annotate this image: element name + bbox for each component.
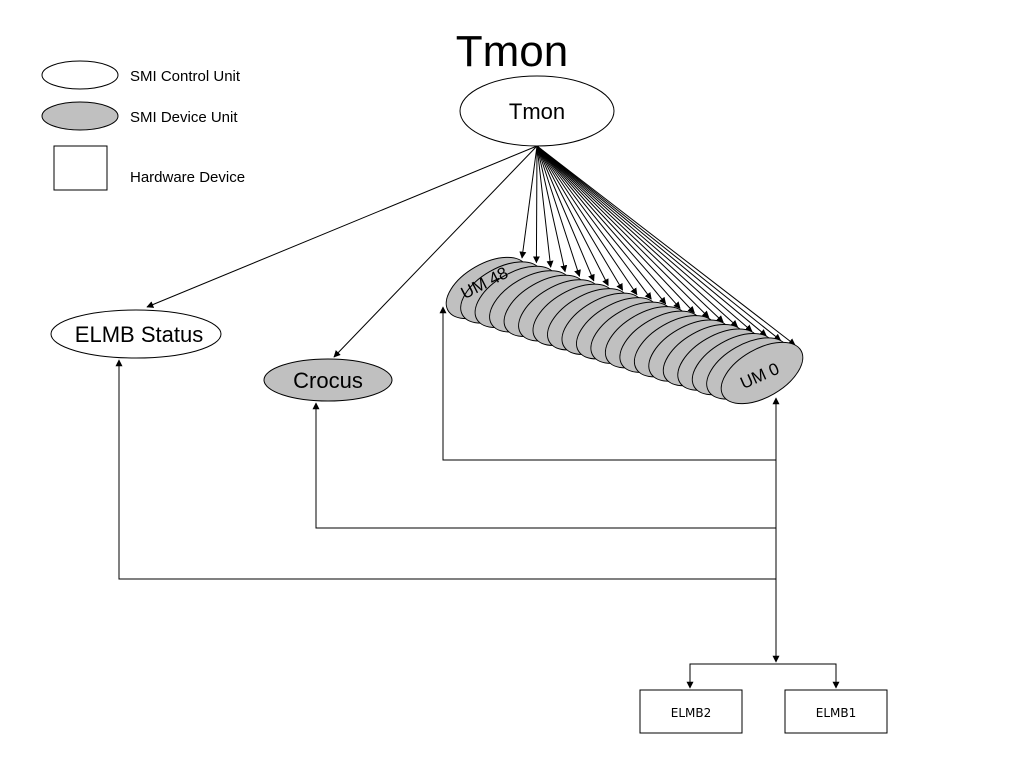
elmb-status-label: ELMB Status [75,322,203,347]
bus-to-crocus [312,402,776,529]
elmb1-device [784,689,888,734]
arrow-to-um-device [536,145,767,337]
legend-device-unit-label: SMI Device Unit [130,109,238,126]
arrow-to-um-device [536,145,652,300]
arrow-to-um-device [532,145,540,264]
crocus-label: Crocus [293,368,363,393]
um-device-stack [445,256,804,405]
arrow-to-um-device [536,145,753,332]
arrow-to-um-device [536,145,724,323]
tmon-child-arrows [146,145,796,358]
um-device-ellipse [720,341,804,405]
elmb2-device [639,689,743,734]
elmb-status-node [50,309,222,359]
arrow-to-um-device [536,145,681,309]
bus-to-elmbs [686,663,840,689]
legend-hardware-device-swatch [53,145,108,191]
legend-control-unit-label: SMI Control Unit [130,68,241,85]
arrow-to-um-device [536,145,710,318]
bus-to-um-stack [439,306,776,461]
arrow-to-um-device [536,145,638,296]
legend-control-unit-swatch [41,60,119,90]
crocus-node [263,358,393,402]
arrow-to-um-device [536,145,624,291]
arrow-to-crocus [333,145,538,358]
bus-lines [115,306,840,689]
elmb2-label: ELMB2 [671,706,712,720]
arrow-to-um-device [536,145,695,314]
legend-hardware-device-label: Hardware Device [130,169,245,186]
legend-device-unit-swatch [41,101,119,131]
arrow-to-um-device [536,145,554,268]
arrow-to-um-device [536,145,796,346]
arrow-to-um-device [536,145,609,287]
arrow-to-um-device [536,145,568,273]
arrow-to-um-device [536,145,739,328]
bus-to-elmb-status [115,359,776,580]
arrow-to-um-device [536,145,782,341]
legend: SMI Control Unit SMI Device Unit Hardwar… [41,60,245,191]
elmb1-label: ELMB1 [816,706,857,720]
arrow-to-um-device [536,145,581,277]
arrow-to-um-device [536,145,595,282]
diagram-title: Tmon [456,27,568,76]
tmon-node-label: Tmon [509,99,565,124]
arrow-to-elmb-status [146,145,538,308]
arrow-to-um-device [536,145,667,305]
arrow-to-um-device [519,145,538,259]
